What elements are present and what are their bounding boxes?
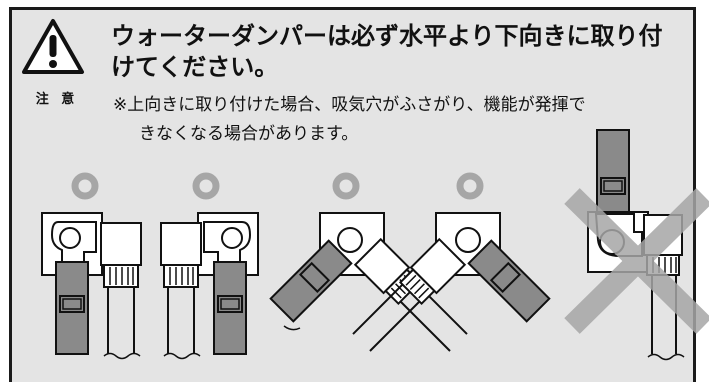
warning-note: ※上向きに取り付けた場合、吸気穴がふさがり、機能が発揮で きなくなる場合がありま… (113, 91, 698, 149)
ok-circle-icon (332, 172, 360, 200)
install-example-4 (352, 172, 551, 352)
headline-line-1: ウォーターダンパーは必ず水平より下向きに取り付 (111, 22, 663, 50)
warning-triangle-icon (22, 19, 84, 74)
warning-headline: ウォーターダンパーは必ず水平より下向きに取り付 けてください。 (111, 21, 696, 83)
install-example-1 (41, 172, 142, 360)
ok-circle-icon (192, 172, 220, 200)
hose-fitting (100, 222, 142, 266)
ok-circle-icon (71, 172, 99, 200)
hose (107, 287, 135, 354)
ok-circle-icon (456, 172, 484, 200)
ng-cross-icon (564, 188, 709, 334)
caution-label: 注 意 (35, 92, 79, 107)
note-line-1: ※上向きに取り付けた場合、吸気穴がふさがり、機能が発揮で (113, 95, 586, 115)
note-line-2: きなくなる場合があります。 (139, 124, 359, 144)
water-damper (596, 129, 630, 213)
install-example-3 (269, 172, 468, 352)
install-example-2 (160, 172, 259, 360)
headline-line-2: けてください。 (111, 53, 279, 81)
install-example-5 (564, 129, 709, 361)
